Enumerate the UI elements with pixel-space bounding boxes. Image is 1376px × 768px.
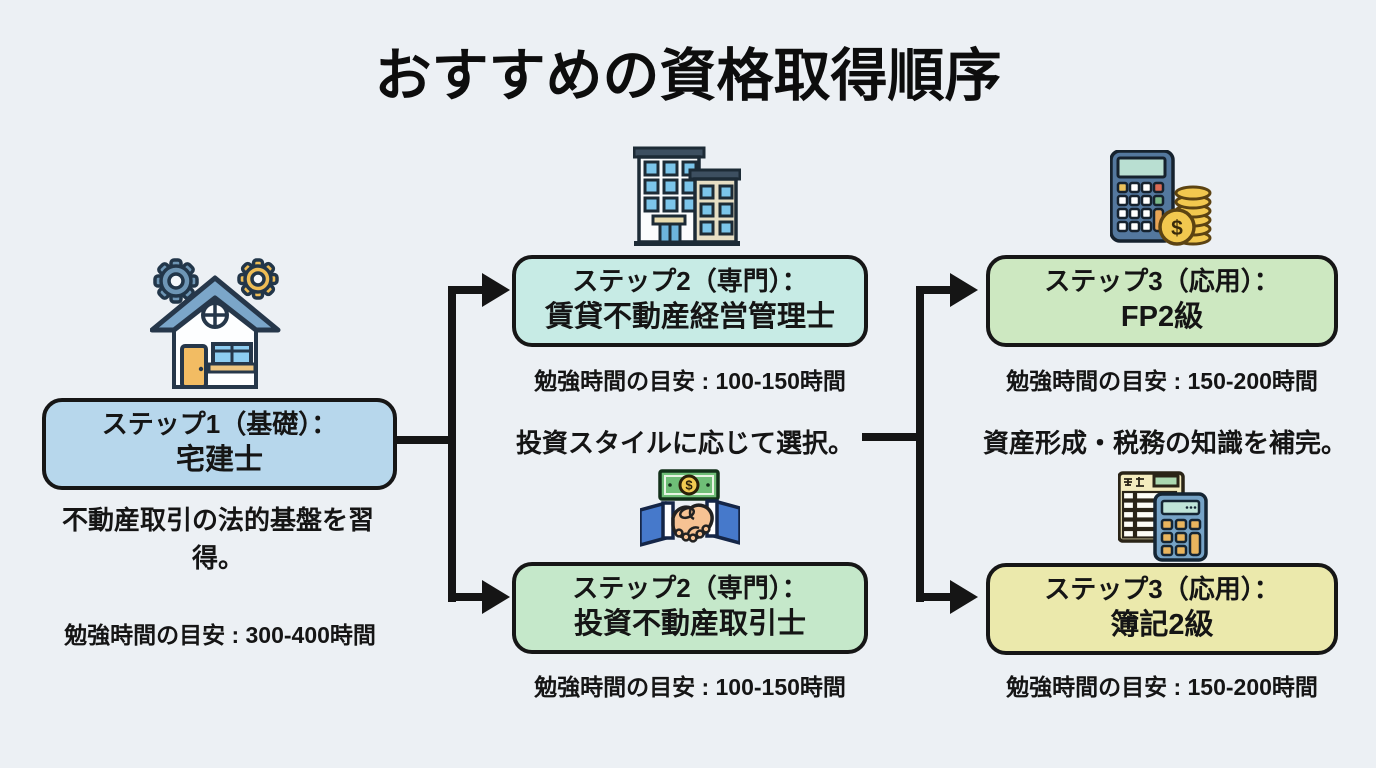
arrowhead-step2a bbox=[482, 273, 510, 307]
step2b-label: ステップ2（専門）： bbox=[572, 573, 808, 604]
connector-branch2-vertical bbox=[448, 286, 456, 602]
connector-branch3-vertical bbox=[916, 286, 924, 602]
page-title: おすすめの資格取得順序 bbox=[374, 44, 1002, 108]
svg-text:$: $ bbox=[685, 478, 693, 493]
step2b-box: ステップ2（専門）： 投資不動産取引士 bbox=[512, 562, 868, 654]
step3b-study-time: 勉強時間の目安 : 150-200時間 bbox=[1006, 674, 1318, 700]
ledger-calculator-icon bbox=[1118, 471, 1208, 562]
step1-box: ステップ1（基礎）： 宅建士 bbox=[42, 398, 397, 490]
step2a-box: ステップ2（専門）： 賃貸不動産経営管理士 bbox=[512, 255, 868, 347]
connector-step2a-stub bbox=[448, 286, 486, 294]
arrowhead-step3b bbox=[950, 580, 978, 614]
step3b-box: ステップ3（応用）： 簿記2級 bbox=[986, 563, 1338, 655]
handshake-money-icon: $ bbox=[640, 469, 740, 547]
step1-label: ステップ1（基礎）： bbox=[101, 409, 338, 440]
step3b-label: ステップ3（応用）： bbox=[1044, 574, 1280, 605]
connector-step3b-stub bbox=[916, 593, 954, 601]
arrowhead-step2b bbox=[482, 580, 510, 614]
step2a-label: ステップ2（専門）： bbox=[572, 266, 808, 297]
svg-text:$: $ bbox=[1171, 217, 1183, 240]
step1-study-time: 勉強時間の目安 : 300-400時間 bbox=[64, 622, 376, 648]
step3a-label: ステップ3（応用）： bbox=[1044, 266, 1280, 297]
house-gears-icon bbox=[150, 258, 281, 389]
step1-cert-name: 宅建士 bbox=[175, 444, 263, 477]
step2b-study-time: 勉強時間の目安 : 100-150時間 bbox=[534, 674, 846, 700]
branch3-note: 資産形成・税務の知識を補完。 bbox=[982, 428, 1347, 458]
step2a-cert-name: 賃貸不動産経営管理士 bbox=[544, 301, 835, 334]
connector-step2b-stub bbox=[448, 593, 486, 601]
calculator-coins-icon: $ bbox=[1110, 150, 1212, 246]
step2a-study-time: 勉強時間の目安 : 100-150時間 bbox=[534, 368, 846, 394]
step2b-cert-name: 投資不動産取引士 bbox=[573, 608, 806, 641]
step3a-box: ステップ3（応用）： FP2級 bbox=[986, 255, 1338, 347]
branch2-note: 投資スタイルに応じて選択。 bbox=[515, 428, 854, 458]
arrowhead-step3a bbox=[950, 273, 978, 307]
step3a-cert-name: FP2級 bbox=[1120, 301, 1204, 334]
step3b-cert-name: 簿記2級 bbox=[1110, 609, 1214, 642]
connector-step1-out bbox=[395, 436, 455, 444]
step1-description: 不動産取引の法的基盤を習得。 bbox=[61, 505, 374, 573]
office-buildings-icon bbox=[633, 146, 741, 246]
connector-step3a-stub bbox=[916, 286, 954, 294]
connector-branch3-in bbox=[862, 433, 924, 441]
step3a-study-time: 勉強時間の目安 : 150-200時間 bbox=[1006, 368, 1318, 394]
